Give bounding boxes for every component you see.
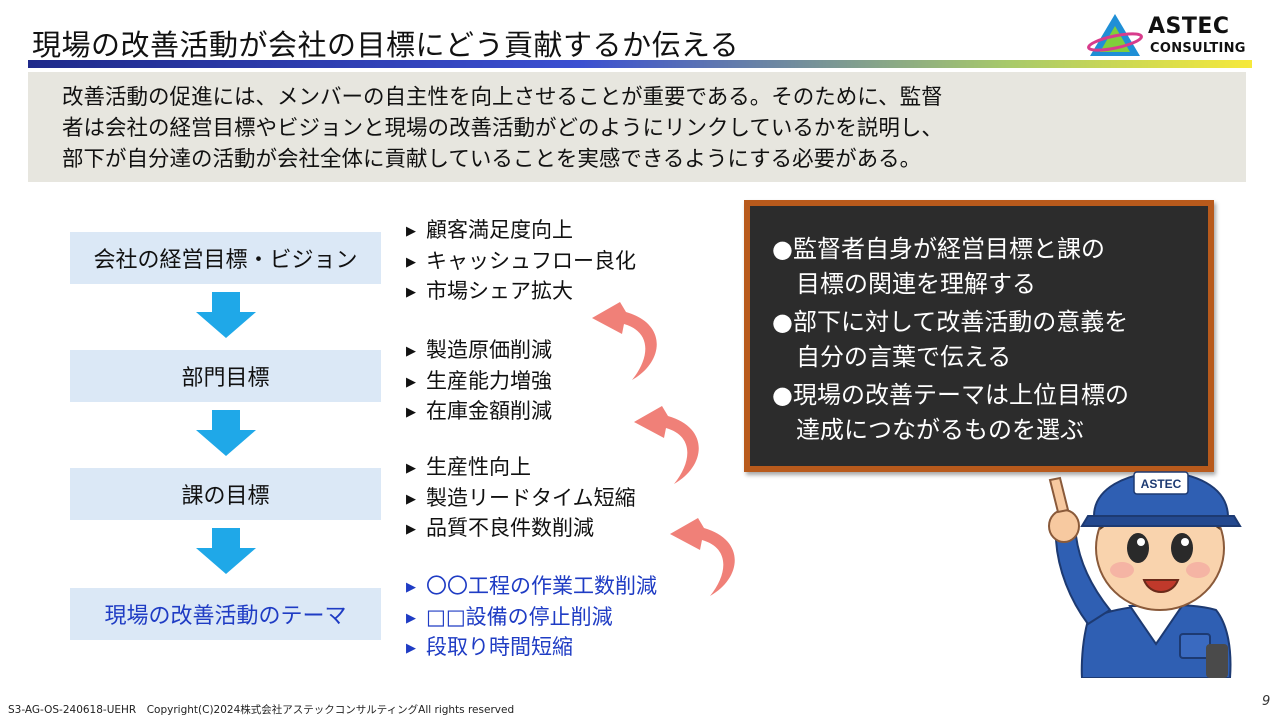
list-item: ▶キャッシュフロー良化 (406, 247, 636, 278)
theme-list: ▶〇〇工程の作業工数削減 ▶□□設備の停止削減 ▶段取り時間短縮 (406, 572, 657, 664)
list-item: ▶顧客満足度向上 (406, 216, 636, 247)
list-item: ▶市場シェア拡大 (406, 277, 636, 308)
list-item: ▶生産能力増強 (406, 367, 552, 398)
list-item: ▶〇〇工程の作業工数削減 (406, 572, 657, 603)
triangle-bullet-icon: ▶ (406, 374, 416, 390)
list-item: ▶□□設備の停止削減 (406, 603, 657, 634)
mascot-cap-label: ASTEC (1141, 477, 1182, 491)
level-box-company: 会社の経営目標・ビジョン (70, 232, 381, 284)
triangle-bullet-icon: ▶ (406, 491, 416, 507)
key-point: ●監督者自身が経営目標と課の 目標の関連を理解する (772, 235, 1105, 298)
key-point: ●部下に対して改善活動の意義を 自分の言葉で伝える (772, 308, 1129, 371)
triangle-bullet-icon: ▶ (406, 224, 416, 239)
curved-arrow-icon (592, 302, 657, 380)
curved-arrow-icon (670, 518, 735, 596)
company-goal-list: ▶顧客満足度向上 ▶キャッシュフロー良化 ▶市場シェア拡大 (406, 216, 636, 308)
list-item: ▶生産性向上 (406, 453, 636, 484)
key-point: ●現場の改善テーマは上位目標の 達成につながるものを選ぶ (772, 381, 1129, 444)
list-item: ▶品質不良件数削減 (406, 514, 636, 545)
triangle-bullet-icon: ▶ (406, 285, 416, 300)
down-arrow-icon (196, 410, 256, 456)
list-item: ▶段取り時間短縮 (406, 633, 657, 664)
intro-text: 改善活動の促進には、メンバーの自主性を向上させることが重要である。そのために、監… (62, 85, 943, 172)
triangle-bullet-icon: ▶ (406, 254, 416, 270)
company-logo: ASTEC CONSULTING (1086, 10, 1256, 58)
section-goal-list: ▶生産性向上 ▶製造リードタイム短縮 ▶品質不良件数削減 (406, 453, 636, 545)
level-box-section: 課の目標 (70, 468, 381, 520)
list-item: ▶在庫金額削減 (406, 397, 552, 428)
page-number: 9 (1262, 694, 1271, 709)
mascot-illustration: ASTEC (1048, 471, 1242, 678)
list-item: ▶製造原価削減 (406, 336, 552, 367)
triangle-bullet-icon: ▶ (406, 405, 416, 420)
page-title: 現場の改善活動が会社の目標にどう貢献するか伝える (32, 28, 740, 62)
triangle-bullet-icon: ▶ (406, 580, 416, 595)
down-arrow-icon (196, 528, 256, 574)
level-box-theme: 現場の改善活動のテーマ (70, 588, 381, 640)
logo-name: ASTEC (1148, 14, 1230, 39)
astec-logo-icon (1087, 14, 1143, 56)
list-item: ▶製造リードタイム短縮 (406, 484, 636, 515)
key-points-blackboard: ●監督者自身が経営目標と課の 目標の関連を理解する ●部下に対して改善活動の意義… (744, 200, 1214, 472)
title-underline (28, 60, 1252, 68)
intro-panel: 改善活動の促進には、メンバーの自主性を向上させることが重要である。そのために、監… (28, 72, 1246, 182)
curved-arrow-icon (634, 406, 699, 484)
triangle-bullet-icon: ▶ (406, 610, 416, 626)
key-points-list: ●監督者自身が経営目標と課の 目標の関連を理解する ●部下に対して改善活動の意義… (772, 232, 1129, 451)
logo-subtitle: CONSULTING (1150, 41, 1246, 56)
down-arrow-icon (196, 292, 256, 338)
level-box-department: 部門目標 (70, 350, 381, 402)
triangle-bullet-icon: ▶ (406, 641, 416, 656)
triangle-bullet-icon: ▶ (406, 344, 416, 359)
triangle-bullet-icon: ▶ (406, 461, 416, 476)
department-goal-list: ▶製造原価削減 ▶生産能力増強 ▶在庫金額削減 (406, 336, 552, 428)
triangle-bullet-icon: ▶ (406, 522, 416, 537)
copyright-footer: S3-AG-OS-240618-UEHR Copyright(C)2024株式会… (8, 704, 515, 716)
